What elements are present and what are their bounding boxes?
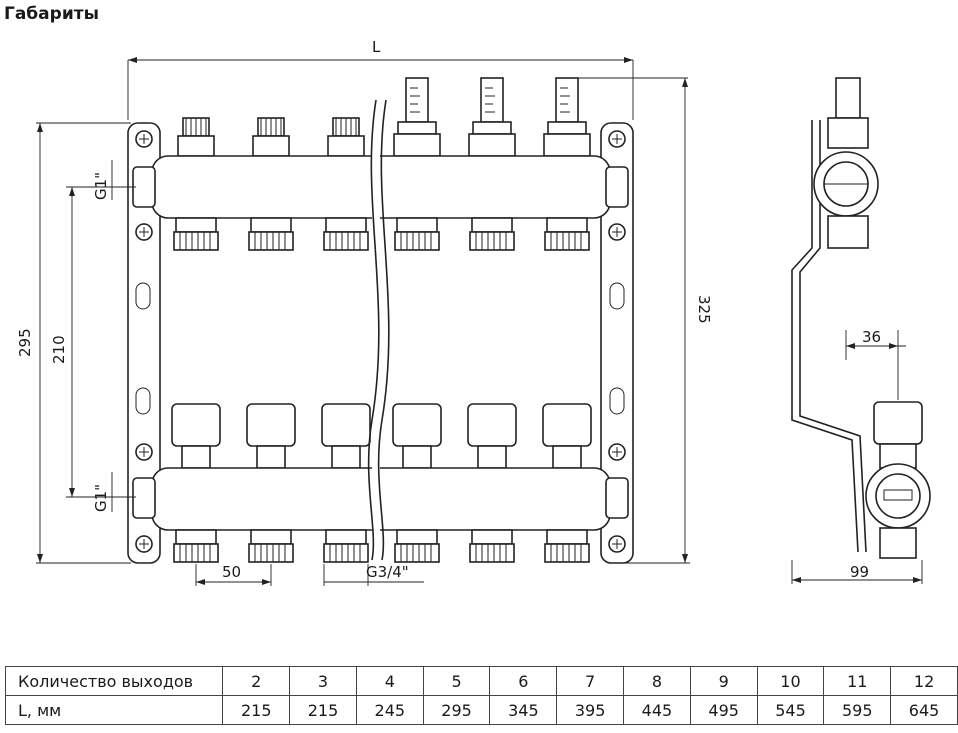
row-label: Количество выходов bbox=[4, 666, 224, 696]
top-outlets bbox=[173, 217, 590, 251]
table-row: Количество выходов 2 3 4 5 6 7 8 9 10 11… bbox=[4, 666, 958, 696]
dim-thread-top-label: G1" bbox=[92, 172, 110, 200]
table-cell: 7 bbox=[556, 666, 625, 696]
valve-bonnets bbox=[171, 403, 592, 469]
table-cell: 245 bbox=[355, 695, 424, 725]
dim-height-295-label: 295 bbox=[16, 328, 34, 357]
bottom-outlets bbox=[173, 529, 590, 563]
dimension-lines bbox=[36, 57, 923, 586]
dim-total-height-label: 325 bbox=[695, 295, 713, 324]
table-cell: 445 bbox=[623, 695, 691, 725]
table-cell: 295 bbox=[422, 695, 491, 725]
dim-depth-label: 99 bbox=[850, 563, 869, 581]
page-title: Габариты bbox=[4, 4, 99, 24]
table-cell: 395 bbox=[556, 695, 625, 725]
bracket-screws bbox=[135, 130, 626, 553]
table-cell: 6 bbox=[489, 666, 558, 696]
top-caps-left bbox=[177, 117, 365, 157]
dim-outlet-thread-label: G3/4" bbox=[366, 563, 409, 581]
side-view bbox=[791, 77, 931, 559]
table-cell: 545 bbox=[756, 695, 825, 725]
table-cell: 4 bbox=[355, 666, 424, 696]
flowmeters bbox=[393, 77, 591, 157]
table-cell: 215 bbox=[222, 695, 291, 725]
table-cell: 645 bbox=[890, 695, 958, 725]
front-view bbox=[127, 77, 634, 564]
table-cell: 10 bbox=[756, 666, 825, 696]
dim-offset-label: 36 bbox=[862, 328, 881, 346]
dim-length-label: L bbox=[372, 38, 381, 56]
table-cell: 9 bbox=[689, 666, 758, 696]
table-cell: 3 bbox=[289, 666, 357, 696]
table-cell: 345 bbox=[489, 695, 558, 725]
dimensions-table: Количество выходов 2 3 4 5 6 7 8 9 10 11… bbox=[4, 666, 958, 725]
dim-thread-bottom-label: G1" bbox=[92, 484, 110, 512]
break-lines bbox=[367, 99, 390, 561]
table-cell: 8 bbox=[623, 666, 691, 696]
manifold-dimension-drawing: L 325 295 210 G1" G1" 50 G3/4" 36 99 bbox=[16, 38, 931, 586]
table-cell: 215 bbox=[289, 695, 357, 725]
table-cell: 595 bbox=[823, 695, 892, 725]
table-cell: 2 bbox=[222, 666, 291, 696]
table-cell: 12 bbox=[890, 666, 958, 696]
row-label: L, мм bbox=[4, 695, 224, 725]
table-cell: 495 bbox=[689, 695, 758, 725]
table-cell: 5 bbox=[422, 666, 491, 696]
dim-pitch-label: 50 bbox=[222, 563, 241, 581]
dim-height-210-label: 210 bbox=[50, 335, 68, 364]
table-cell: 11 bbox=[823, 666, 892, 696]
table-row: L, мм 215 215 245 295 345 395 445 495 54… bbox=[4, 695, 958, 725]
